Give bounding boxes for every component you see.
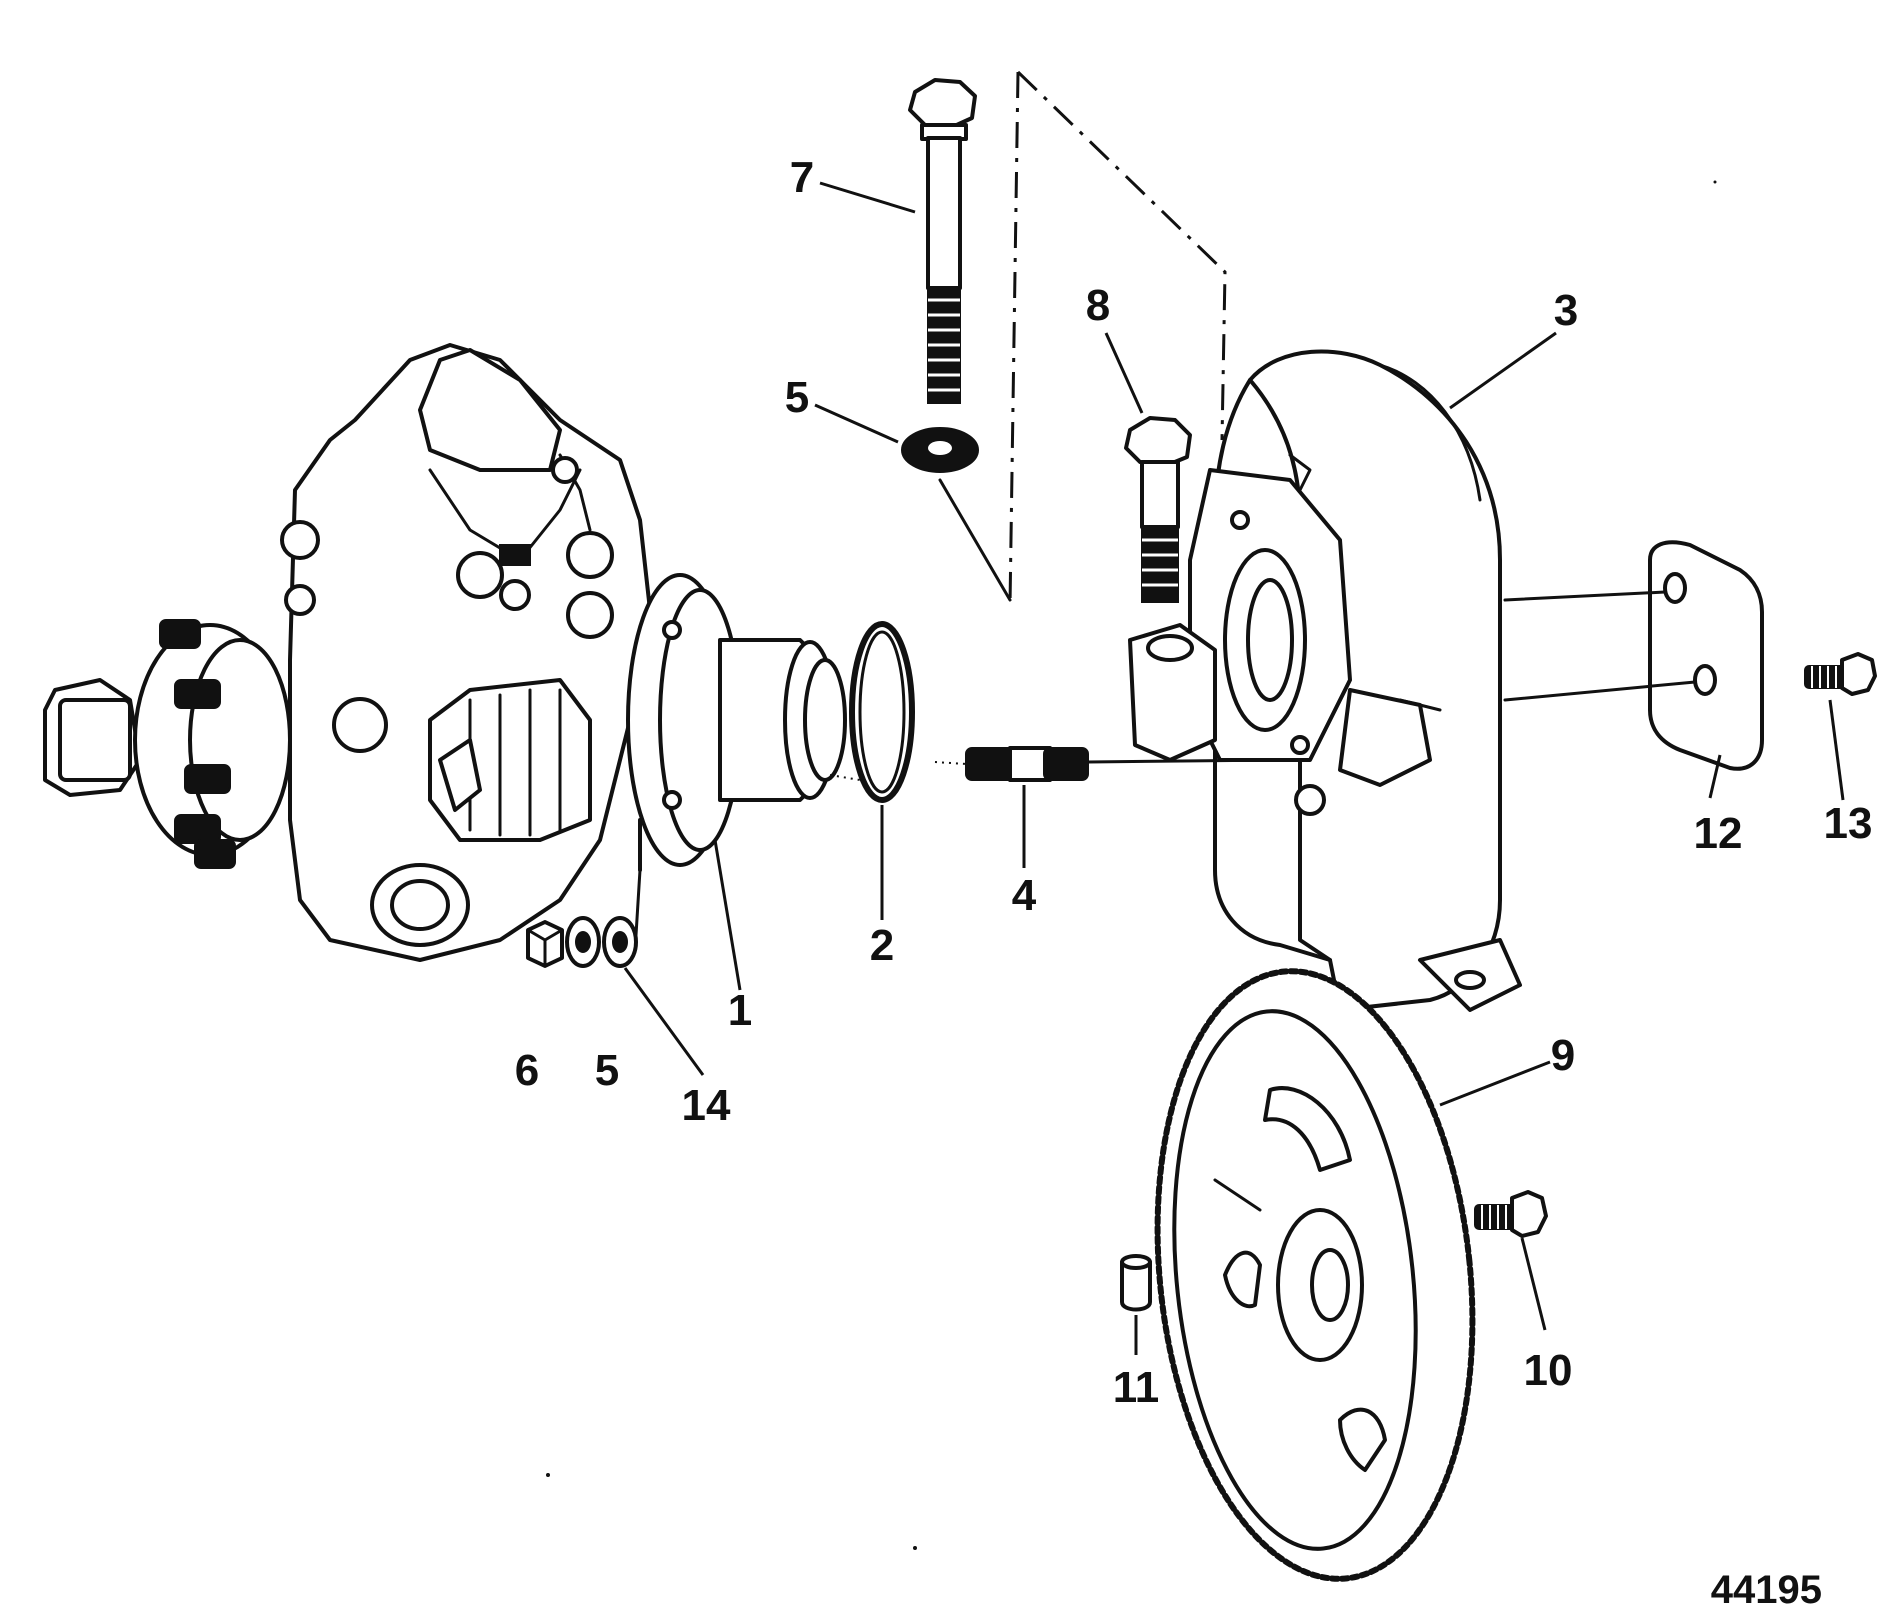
hex-nut <box>526 920 564 968</box>
callout-13: 13 <box>1824 799 1873 848</box>
callout-9: 9 <box>1551 1031 1575 1080</box>
figure-number: 44195 <box>1711 1568 1822 1612</box>
callout-14: 14 <box>682 1081 731 1130</box>
injection-pump <box>43 343 847 962</box>
callout-3: 3 <box>1554 286 1578 335</box>
callout-6: 6 <box>515 1046 539 1095</box>
callout-11: 11 <box>1113 1363 1160 1412</box>
callout-5-lower: 5 <box>595 1046 619 1095</box>
flat-washer-lower <box>602 868 642 968</box>
leader-lines <box>623 181 1845 1355</box>
callout-2: 2 <box>870 921 894 970</box>
drive-gear <box>1154 968 1476 1582</box>
long-bolt <box>908 78 977 404</box>
callout-7: 7 <box>790 153 814 202</box>
flat-washer-upper <box>901 427 979 473</box>
o-ring <box>829 621 915 803</box>
callout-10: 10 <box>1524 1346 1573 1395</box>
callout-1: 1 <box>728 986 752 1035</box>
adapter-housing <box>1128 349 1522 1012</box>
alignment-lines <box>1008 70 1227 606</box>
cover-plate <box>1503 540 1764 771</box>
callout-5-upper: 5 <box>785 373 809 422</box>
callout-8: 8 <box>1086 281 1110 330</box>
callout-4: 4 <box>1012 871 1037 920</box>
cap-screw-gear <box>1474 1190 1548 1238</box>
callout-12: 12 <box>1694 809 1743 858</box>
short-bolt <box>1124 416 1192 603</box>
callout-labels: 1 2 3 4 5 5 6 7 8 9 10 11 12 13 14 <box>515 153 1873 1412</box>
dowel-pin <box>1120 1254 1152 1312</box>
lock-washer <box>565 916 601 968</box>
cap-screw-upper <box>1804 652 1877 696</box>
